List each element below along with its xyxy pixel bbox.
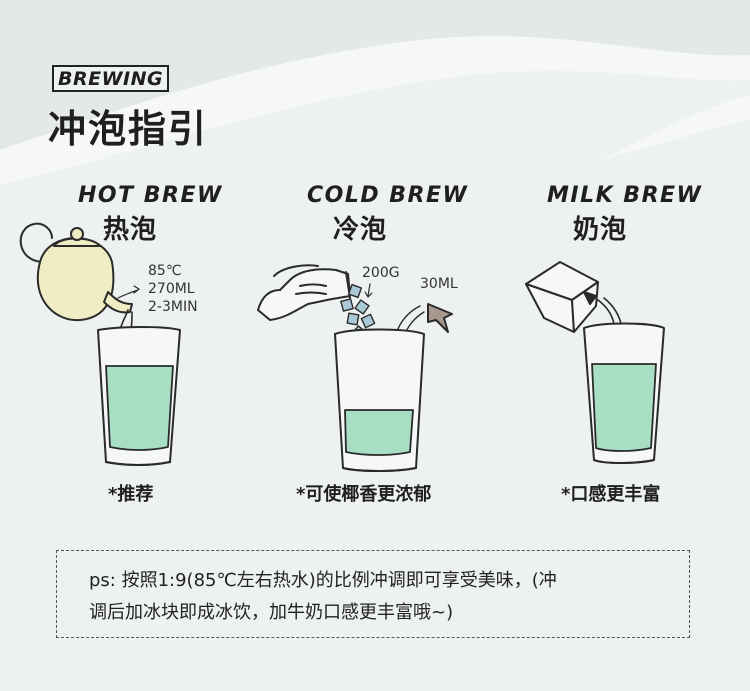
brewing-badge: BREWING — [52, 65, 170, 92]
ps-note-line-2: 调后加冰块即成冰饮，加牛奶口感更丰富哦~) — [89, 602, 454, 623]
hot-temp-label: 85℃ — [148, 263, 182, 279]
hot-brew-title-cn: 热泡 — [103, 215, 158, 245]
page-title: 冲泡指引 — [48, 107, 209, 151]
milk-carton-icon — [525, 261, 599, 333]
cold-brew-title-cn: 冷泡 — [333, 215, 388, 245]
syrup-volume-label: 30ML — [420, 276, 458, 292]
ps-note-box: ps: 按照1:9(85℃左右热水)的比例冲调即可享受美味，(冲 调后加冰块即成… — [56, 550, 690, 638]
hot-time-label: 2-3MIN — [148, 299, 198, 315]
hot-glass-icon — [97, 326, 181, 466]
milk-brew-title-cn: 奶泡 — [573, 215, 628, 245]
teapot-icon — [19, 222, 133, 322]
ice-weight-label: 200G — [362, 265, 400, 281]
syrup-packet-icon — [427, 303, 453, 333]
milk-brew-title-en: MILK BREW — [547, 183, 703, 208]
cold-glass-icon — [334, 328, 425, 472]
hot-brew-title-en: HOT BREW — [78, 183, 223, 208]
ps-note-line-1: ps: 按照1:9(85℃左右热水)的比例冲调即可享受美味，(冲 — [89, 570, 557, 591]
hot-brew-note: *推荐 — [108, 484, 154, 505]
milk-brew-note: *口感更丰富 — [561, 484, 661, 505]
cold-brew-title-en: COLD BREW — [307, 183, 469, 208]
cold-brew-note: *可使椰香更浓郁 — [296, 484, 432, 505]
hand-icon — [257, 264, 351, 321]
hot-volume-label: 270ML — [148, 281, 195, 297]
milk-glass-icon — [583, 322, 665, 464]
